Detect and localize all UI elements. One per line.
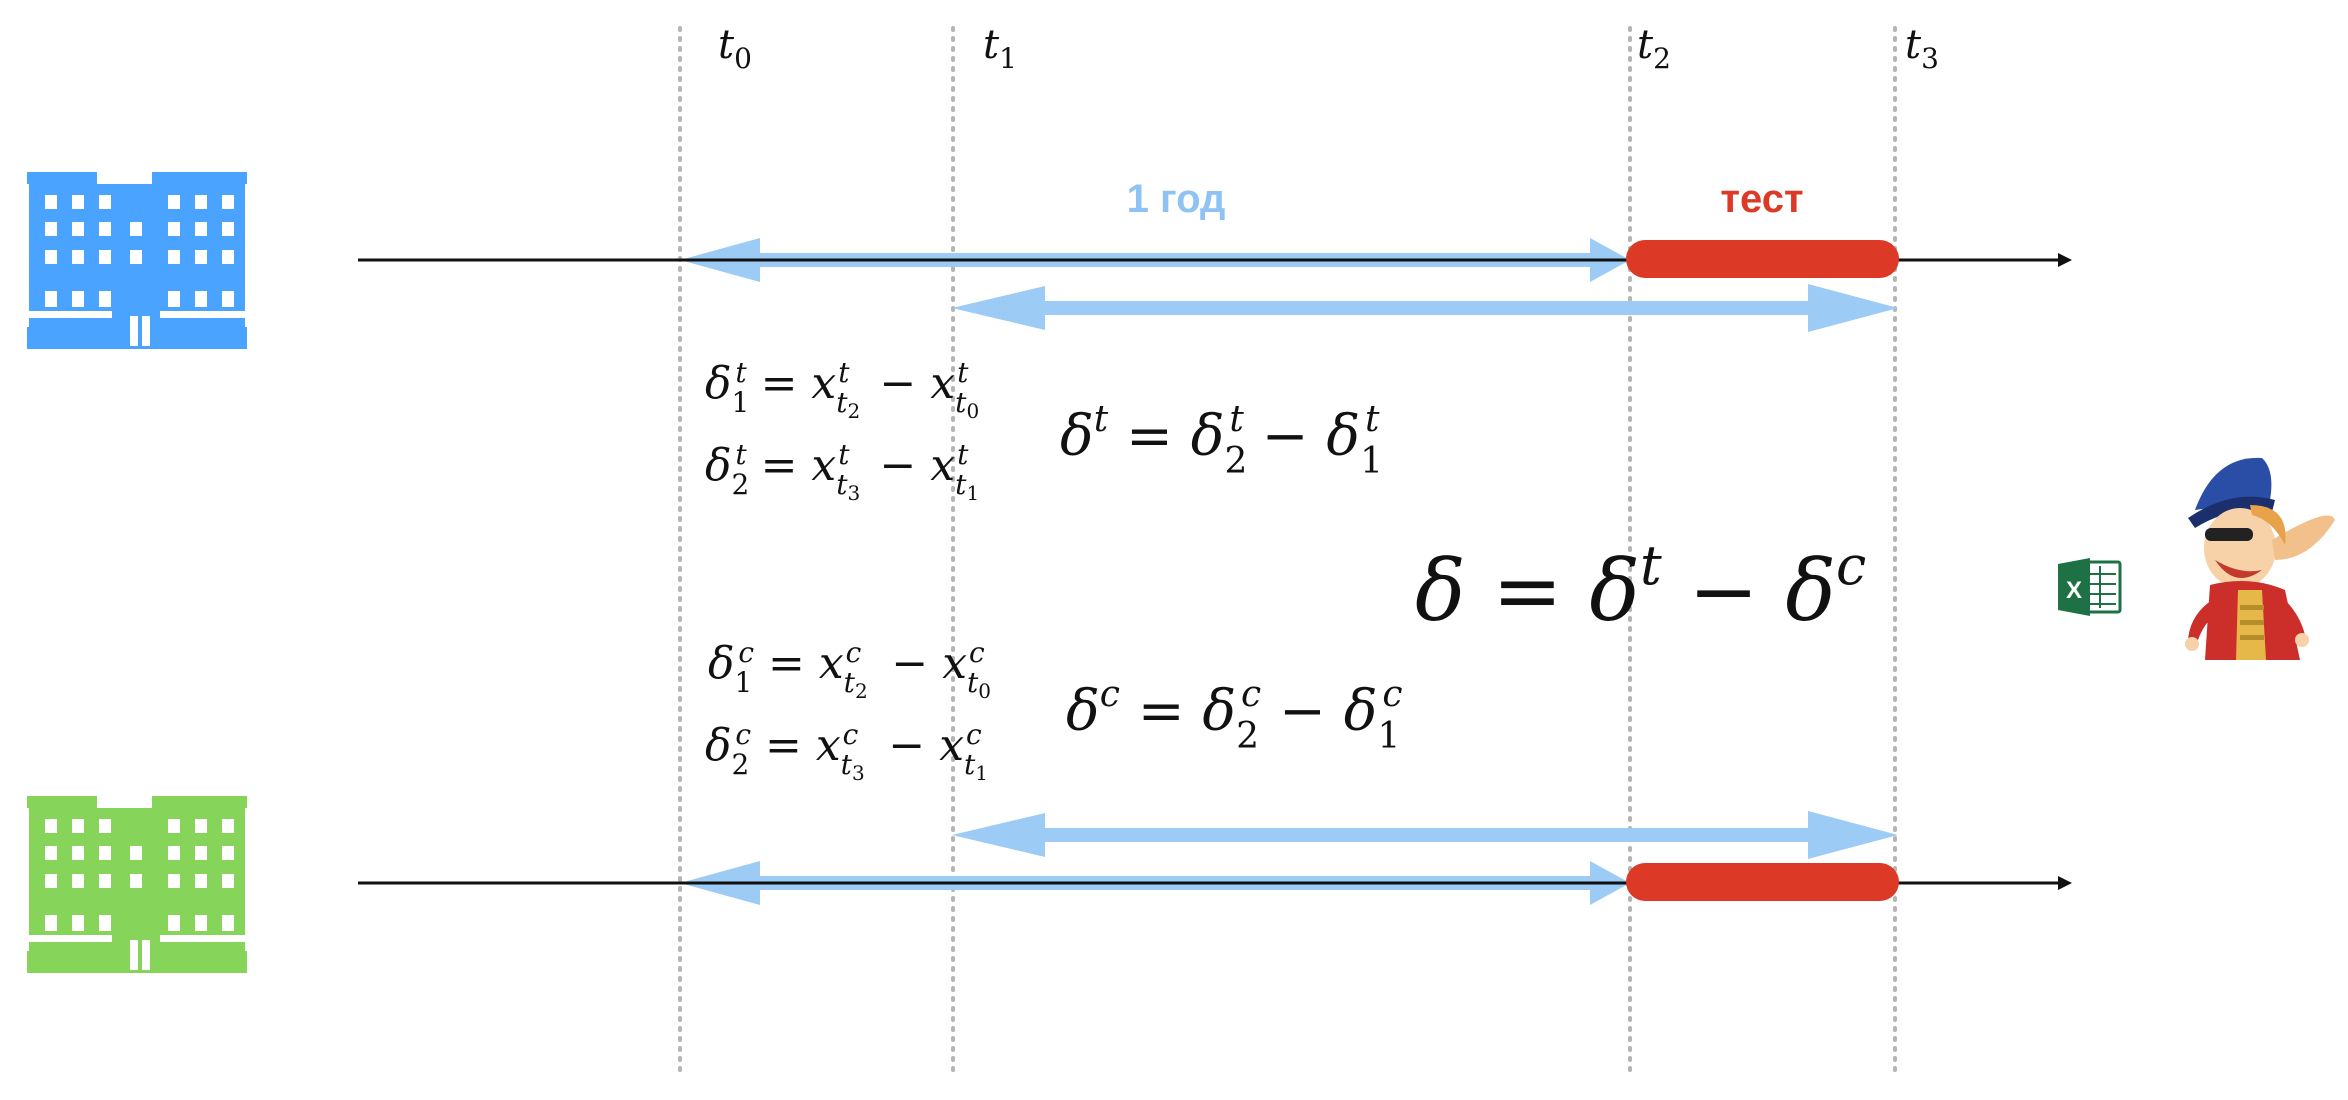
excel-icon: X (2058, 558, 2122, 616)
time-label-t0: t0 (718, 22, 752, 75)
control-test-bar (1626, 863, 1899, 901)
control-timeline (358, 811, 2072, 905)
treatment-formulas: δ1t = xt2t − xt0t δ2t = xt3t − xt1t δt =… (705, 356, 1383, 505)
treatment-building-icon (27, 172, 247, 349)
treatment-test-bar (1626, 240, 1899, 278)
main-formula: δ = δt − δc (1415, 534, 1866, 640)
period-label: 1 год (1127, 177, 1226, 221)
time-label-t1: t1 (983, 22, 1017, 75)
control-diff-formula: δc = δ2c − δ1c (1066, 674, 1403, 757)
svg-text:X: X (2066, 577, 2082, 604)
time-label-t3: t3 (1905, 22, 1939, 75)
control-delta2-formula: δ2c = xt3c − xt1c (705, 718, 988, 785)
treatment-diff-formula: δt = δ2t − δ1t (1060, 399, 1383, 482)
control-period-arrow-2 (952, 811, 1898, 859)
control-building-icon (27, 796, 247, 973)
control-formulas: δ1c = xt2c − xt0c δ2c = xt3c − xt1c δc =… (705, 636, 1403, 785)
treatment-timeline (358, 238, 2072, 332)
test-label: тест (1720, 177, 1803, 221)
time-gridlines (678, 26, 1897, 1077)
treatment-period-arrow-2 (952, 284, 1898, 332)
treatment-delta2-formula: δ2t = xt3t − xt1t (705, 438, 979, 505)
cartoon-character-icon (2185, 457, 2335, 660)
time-label-t2: t2 (1637, 22, 1671, 75)
control-delta1-formula: δ1c = xt2c − xt0c (708, 636, 991, 703)
treatment-delta1-formula: δ1t = xt2t − xt0t (705, 356, 979, 423)
